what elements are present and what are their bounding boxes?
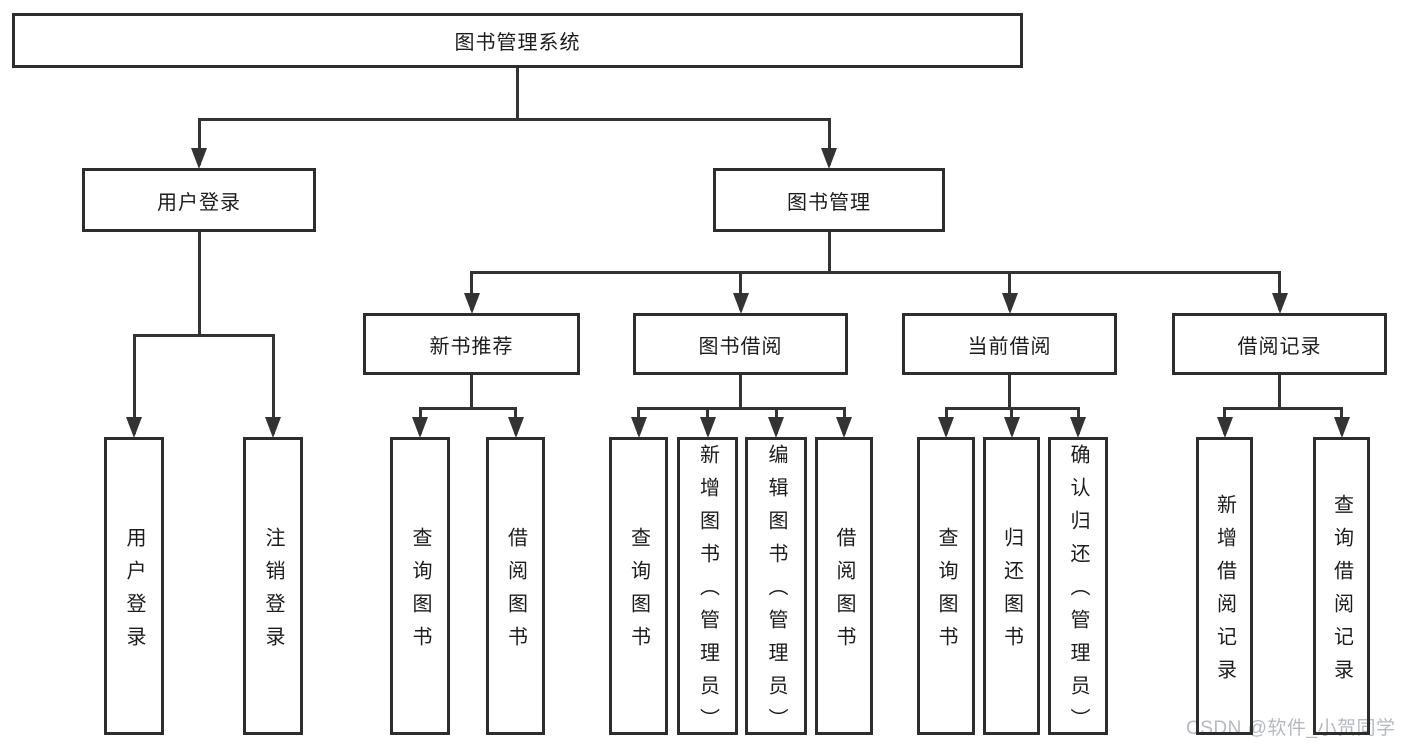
connector-line-vertical bbox=[739, 272, 742, 310]
node-edit-books-admin: 编辑图书（管理员） bbox=[745, 437, 807, 741]
arrowhead-down-icon bbox=[1001, 293, 1018, 314]
arrowhead-down-icon bbox=[1070, 417, 1086, 438]
connector-line-vertical bbox=[470, 272, 473, 310]
arrowhead-down-icon bbox=[821, 148, 837, 169]
node-label-query-books-recommend: 查询图书 bbox=[409, 526, 431, 659]
arrowhead-down-icon bbox=[1271, 293, 1288, 314]
node-borrow-books-recommend: 借阅图书 bbox=[486, 437, 545, 735]
connector-line-horizontal bbox=[418, 406, 517, 410]
connector-line-vertical bbox=[1278, 375, 1281, 410]
node-book-management: 图书管理 bbox=[713, 168, 945, 232]
node-label-book-management: 图书管理 bbox=[787, 191, 871, 214]
node-label-borrow-books-borrowing: 借阅图书 bbox=[833, 526, 855, 659]
node-root: 图书管理系统 bbox=[12, 13, 1023, 68]
node-query-borrow-record: 查询借阅记录 bbox=[1313, 437, 1370, 735]
node-current-borrowing: 当前借阅 bbox=[902, 313, 1117, 375]
node-query-books-current: 查询图书 bbox=[917, 437, 975, 735]
node-label-add-books-admin: 新增图书（管理员） bbox=[696, 444, 719, 741]
node-label-root: 图书管理系统 bbox=[454, 32, 581, 54]
connector-line-vertical bbox=[197, 119, 201, 165]
node-borrow-books-borrowing: 借阅图书 bbox=[815, 437, 873, 735]
node-confirm-return-admin: 确认归还（管理员） bbox=[1048, 437, 1108, 741]
node-logout-leaf: 注销登录 bbox=[243, 437, 303, 735]
arrowhead-down-icon bbox=[463, 293, 480, 314]
arrowhead-down-icon bbox=[191, 148, 207, 169]
node-query-books-recommend: 查询图书 bbox=[390, 437, 450, 735]
node-label-query-borrow-record: 查询借阅记录 bbox=[1330, 493, 1353, 692]
node-add-borrow-record: 新增借阅记录 bbox=[1196, 437, 1253, 735]
node-label-borrow-books-recommend: 借阅图书 bbox=[504, 526, 527, 659]
node-add-books-admin: 新增图书（管理员） bbox=[677, 437, 738, 741]
arrowhead-down-icon bbox=[732, 293, 749, 314]
connector-line-horizontal bbox=[637, 406, 846, 410]
arrowhead-down-icon bbox=[836, 417, 852, 438]
node-label-current-borrowing: 当前借阅 bbox=[967, 335, 1052, 358]
connector-line-vertical bbox=[271, 335, 275, 434]
node-label-edit-books-admin: 编辑图书（管理员） bbox=[765, 444, 787, 741]
arrowhead-down-icon bbox=[1216, 417, 1233, 438]
node-label-new-book-recommend: 新书推荐 bbox=[429, 335, 514, 358]
connector-line-vertical bbox=[827, 119, 831, 165]
arrowhead-down-icon bbox=[699, 417, 716, 438]
node-query-books-borrowing: 查询图书 bbox=[609, 437, 668, 735]
connector-line-horizontal bbox=[197, 117, 831, 121]
arrowhead-down-icon bbox=[507, 417, 524, 438]
connector-line-horizontal bbox=[132, 333, 275, 337]
node-label-borrowing-records: 借阅记录 bbox=[1237, 335, 1322, 358]
arrowhead-down-icon bbox=[1333, 417, 1350, 438]
arrowhead-down-icon bbox=[1003, 417, 1020, 438]
node-label-user-login-leaf: 用户登录 bbox=[123, 526, 145, 659]
node-label-logout-leaf: 注销登录 bbox=[262, 526, 284, 659]
connector-line-vertical bbox=[197, 232, 201, 337]
connector-line-vertical bbox=[132, 335, 136, 434]
connector-line-vertical bbox=[516, 68, 519, 121]
node-label-user-login: 用户登录 bbox=[157, 191, 241, 214]
node-label-confirm-return-admin: 确认归还（管理员） bbox=[1067, 444, 1089, 741]
node-label-add-borrow-record: 新增借阅记录 bbox=[1213, 493, 1236, 692]
arrowhead-down-icon bbox=[630, 417, 647, 438]
node-user-login: 用户登录 bbox=[82, 168, 316, 232]
arrowhead-down-icon bbox=[768, 417, 784, 438]
connector-line-vertical bbox=[1008, 272, 1011, 310]
node-book-borrowing: 图书借阅 bbox=[633, 313, 848, 375]
node-label-return-books: 归还图书 bbox=[1000, 526, 1023, 659]
arrowhead-down-icon bbox=[265, 417, 281, 438]
node-return-books: 归还图书 bbox=[983, 437, 1040, 735]
node-user-login-leaf: 用户登录 bbox=[104, 437, 164, 735]
arrowhead-down-icon bbox=[412, 417, 428, 438]
node-label-query-books-current: 查询图书 bbox=[935, 526, 957, 659]
connector-line-horizontal bbox=[470, 270, 1281, 274]
node-label-book-borrowing: 图书借阅 bbox=[698, 335, 783, 358]
arrowhead-down-icon bbox=[938, 417, 954, 438]
node-borrowing-records: 借阅记录 bbox=[1172, 313, 1387, 375]
connector-line-vertical bbox=[1278, 272, 1281, 310]
connector-line-vertical bbox=[1008, 375, 1011, 410]
connector-line-horizontal bbox=[1223, 406, 1343, 410]
connector-line-vertical bbox=[739, 375, 742, 410]
node-new-book-recommend: 新书推荐 bbox=[363, 313, 580, 375]
arrowhead-down-icon bbox=[126, 417, 142, 438]
connector-line-vertical bbox=[470, 375, 473, 410]
node-label-query-books-borrowing: 查询图书 bbox=[627, 526, 650, 659]
connector-line-vertical bbox=[827, 232, 831, 274]
